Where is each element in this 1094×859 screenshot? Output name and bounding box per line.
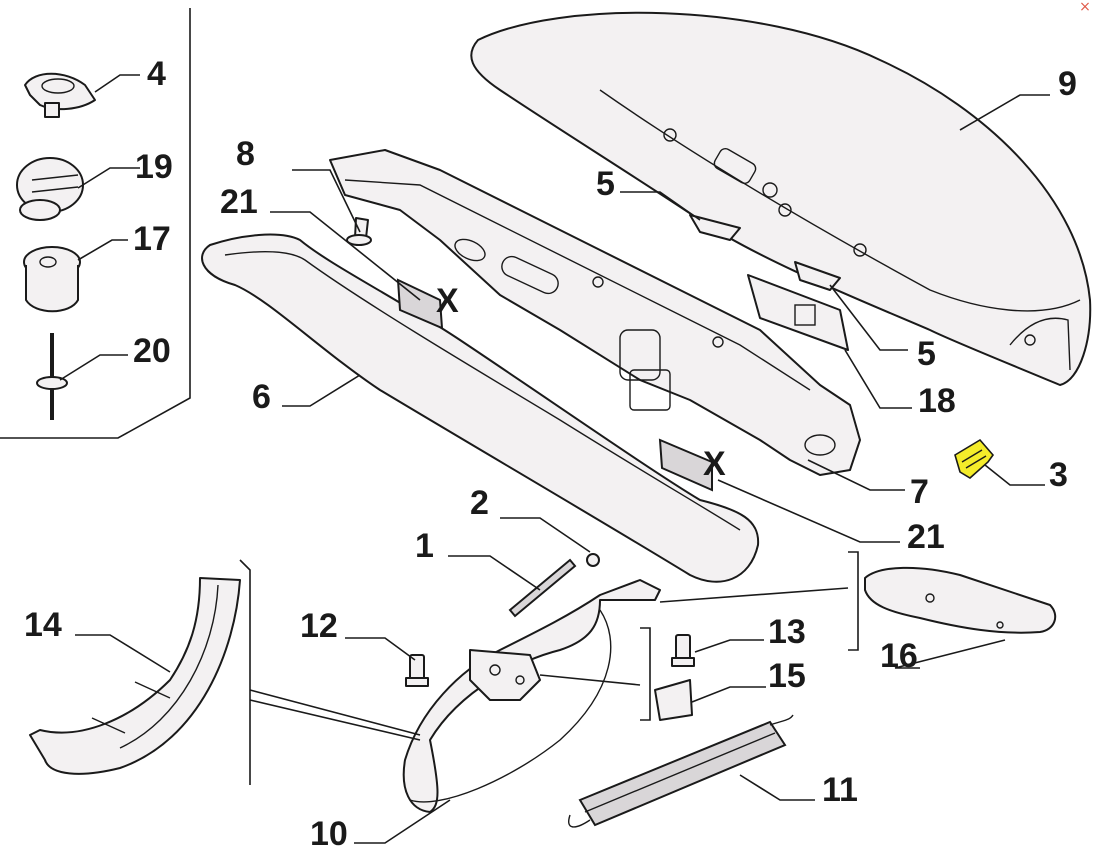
- close-icon[interactable]: ×: [1079, 0, 1091, 15]
- callout-5-lower: 5: [917, 335, 936, 373]
- callout-labels: 4 19 17 20 8 21 5 9 5 18 6 3 7 21 2 1 14…: [24, 55, 1077, 853]
- cover-plate: [864, 566, 1057, 634]
- callout-9: 9: [1058, 65, 1077, 103]
- torsion-spring: [568, 714, 794, 828]
- bolt-13: [671, 634, 695, 667]
- leader-lines: [59, 74, 1050, 844]
- grommet-lower: [658, 438, 713, 492]
- gas-strut: [508, 553, 600, 618]
- bump-stop-highlighted: [954, 438, 995, 479]
- plug-4: [24, 72, 96, 118]
- callout-12: 12: [300, 607, 338, 645]
- callout-11: 11: [822, 771, 858, 809]
- callout-2: 2: [470, 484, 489, 522]
- cap-19: [16, 157, 84, 221]
- callout-3: 3: [1049, 456, 1068, 494]
- callout-14: 14: [24, 606, 62, 644]
- callout-21-upper: 21: [220, 183, 258, 221]
- clip-part-5-upper: [689, 214, 741, 241]
- bracket-plate: [747, 274, 849, 351]
- callout-5-upper: 5: [596, 165, 615, 203]
- hinge-guide: [29, 577, 241, 775]
- callout-10: 10: [310, 815, 348, 853]
- grommet-17: [23, 246, 81, 313]
- callout-7: 7: [910, 473, 929, 511]
- callout-19: 19: [135, 148, 173, 186]
- callout-16: 16: [880, 637, 918, 675]
- clip-part-5-lower: [794, 261, 841, 291]
- seal-gasket: [201, 233, 760, 583]
- hinge-arm: [402, 579, 661, 813]
- callout-17: 17: [133, 220, 171, 258]
- x-markers: X X: [436, 282, 726, 483]
- bolt-12: [405, 654, 429, 687]
- trunk-lid-panel: [470, 11, 1092, 386]
- x-marker-lower: X: [703, 445, 726, 483]
- rivet-20: [36, 333, 68, 420]
- callout-4: 4: [147, 55, 166, 93]
- callout-1: 1: [415, 527, 434, 565]
- group-dividers: [0, 8, 859, 785]
- callout-13: 13: [768, 613, 806, 651]
- callout-18: 18: [918, 382, 956, 420]
- callout-20: 20: [133, 332, 171, 370]
- bracket-15: [654, 679, 693, 721]
- callout-8: 8: [236, 135, 255, 173]
- callout-21-lower: 21: [907, 518, 945, 556]
- x-marker-upper: X: [436, 282, 459, 320]
- callout-6: 6: [252, 378, 271, 416]
- callout-15: 15: [768, 657, 806, 695]
